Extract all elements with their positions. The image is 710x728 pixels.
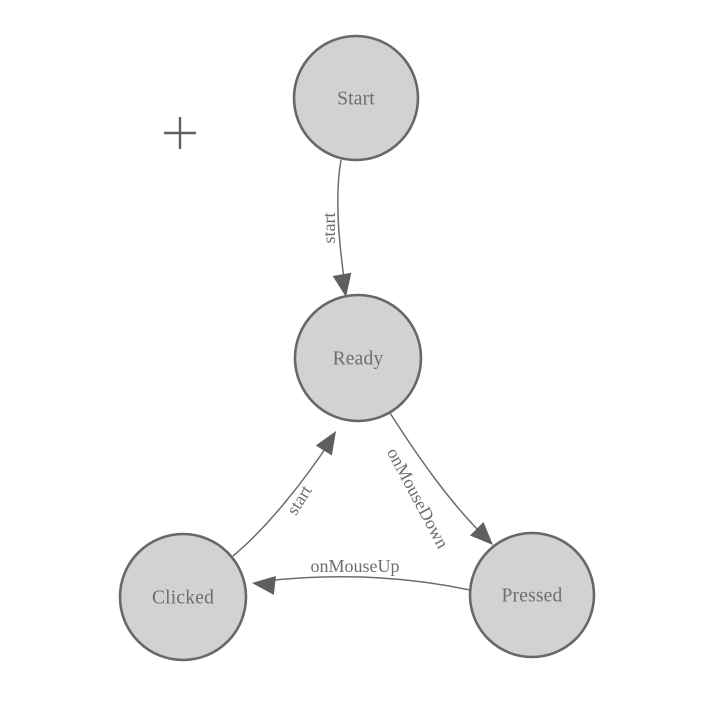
edge-label-start-to-ready: start [319,213,339,244]
node-label-pressed: Pressed [502,586,563,607]
plus-cursor-marker [164,117,196,149]
edge-label-clicked-to-ready: start [282,482,315,519]
node-circle-start[interactable] [292,34,420,162]
arrow-head-icon-start-to-ready [332,272,352,297]
edge-ready-to-pressed: onMouseDown [383,412,493,552]
edge-start-to-ready: start [319,159,352,297]
edge-line-pressed-to-clicked [264,576,471,591]
edge-line-clicked-to-ready [232,442,330,557]
node-circle-pressed[interactable] [468,531,596,659]
edge-line-start-to-ready [337,159,346,287]
arrow-head-icon-clicked-to-ready [315,431,336,456]
arrow-head-icon-ready-to-pressed [470,522,493,545]
node-label-clicked: Clicked [152,588,214,609]
node-clicked[interactable]: Clicked [118,532,248,662]
edge-pressed-to-clicked: onMouseUp [252,556,471,595]
edge-clicked-to-ready: start [232,431,336,557]
node-ready[interactable]: Ready [293,293,423,423]
edge-label-ready-to-pressed: onMouseDown [383,444,453,551]
node-pressed[interactable]: Pressed [468,531,596,659]
node-circle-ready[interactable] [293,293,423,423]
node-label-ready: Ready [333,349,384,370]
edge-label-pressed-to-clicked: onMouseUp [311,556,400,576]
markers-layer [164,117,196,149]
node-start[interactable]: Start [292,34,420,162]
node-circle-clicked[interactable] [118,532,248,662]
arrow-head-icon-pressed-to-clicked [252,575,276,595]
edge-line-ready-to-pressed [389,412,487,539]
node-label-start: Start [337,89,375,110]
